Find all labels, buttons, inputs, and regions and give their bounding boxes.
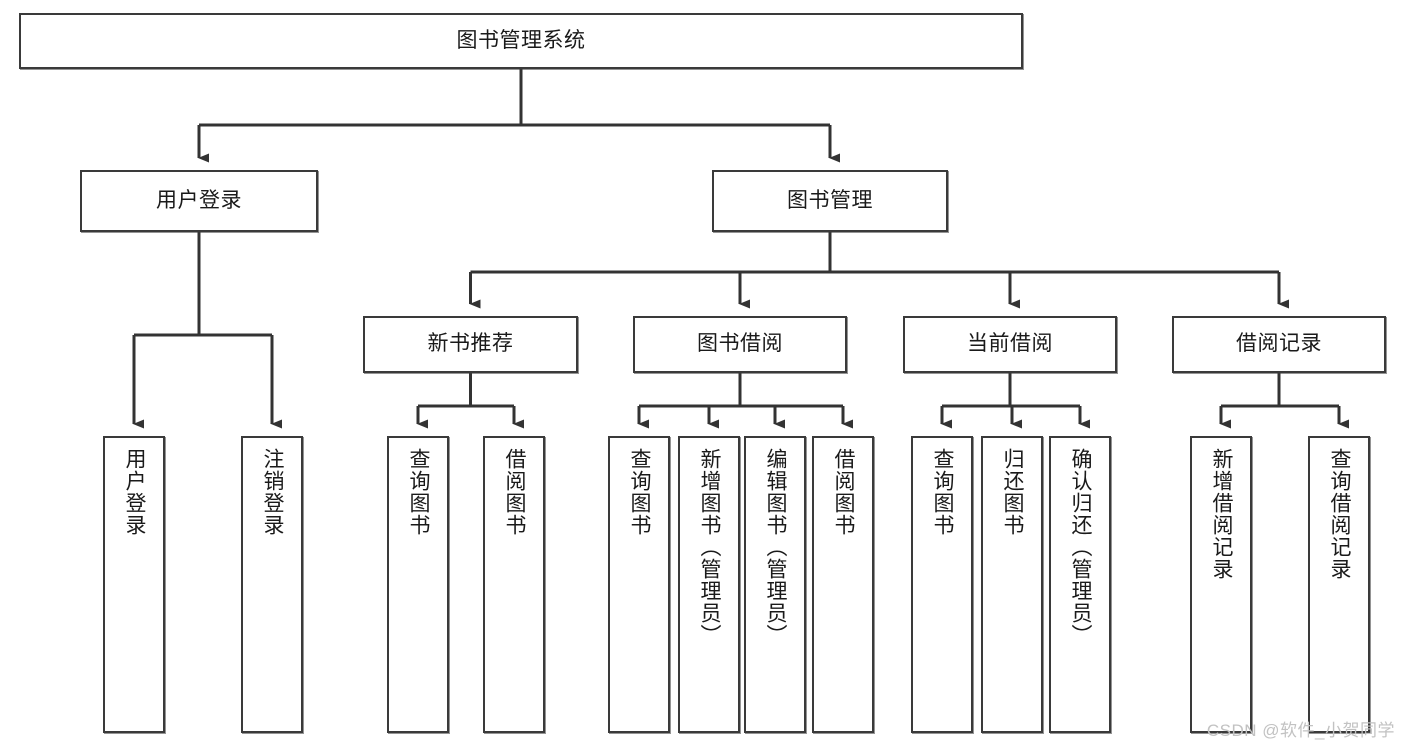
node-leaf-user-login[interactable]: 用户登录 [103, 436, 165, 733]
node-label: 借阅记录 [1236, 332, 1322, 356]
node-label: 图书借阅 [697, 332, 783, 356]
node-label: 用户登录 [123, 448, 147, 536]
node-label: 借阅图书 [503, 448, 527, 536]
node-label: 归还图书 [1001, 448, 1025, 536]
node-current-borrow[interactable]: 当前借阅 [903, 316, 1117, 373]
node-book-manage[interactable]: 图书管理 [712, 170, 948, 232]
node-label: 编辑图书（管理员） [764, 448, 788, 646]
node-label: 查询图书 [931, 448, 955, 536]
node-book-borrow[interactable]: 图书借阅 [633, 316, 847, 373]
node-label: 图书管理系统 [456, 28, 586, 52]
node-label: 查询图书 [407, 448, 431, 536]
node-root[interactable]: 图书管理系统 [19, 13, 1023, 69]
node-leaf-borrow-book-b[interactable]: 借阅图书 [812, 436, 874, 733]
node-label: 新增图书（管理员） [698, 448, 722, 646]
node-leaf-query-book-c[interactable]: 查询图书 [911, 436, 973, 733]
node-leaf-query-book-b[interactable]: 查询图书 [608, 436, 670, 733]
node-label: 确认归还（管理员） [1069, 448, 1093, 646]
node-leaf-query-book-rec[interactable]: 查询图书 [387, 436, 449, 733]
node-label: 当前借阅 [967, 332, 1053, 356]
node-leaf-edit-book[interactable]: 编辑图书（管理员） [744, 436, 806, 733]
node-leaf-add-book[interactable]: 新增图书（管理员） [678, 436, 740, 733]
node-leaf-query-record[interactable]: 查询借阅记录 [1308, 436, 1370, 733]
node-user-login[interactable]: 用户登录 [80, 170, 318, 232]
node-leaf-add-record[interactable]: 新增借阅记录 [1190, 436, 1252, 733]
node-label: 用户登录 [156, 188, 242, 212]
node-leaf-user-logout[interactable]: 注销登录 [241, 436, 303, 733]
node-label: 新增借阅记录 [1210, 448, 1234, 580]
csdn-watermark: CSDN @软件_小贺同学 [1206, 721, 1395, 740]
node-label: 查询借阅记录 [1328, 448, 1352, 580]
node-label: 注销登录 [261, 448, 285, 536]
node-new-book-rec[interactable]: 新书推荐 [363, 316, 578, 373]
node-borrow-record[interactable]: 借阅记录 [1172, 316, 1386, 373]
node-label: 新书推荐 [427, 332, 514, 356]
node-leaf-borrow-book-rec[interactable]: 借阅图书 [483, 436, 545, 733]
node-leaf-confirm-return[interactable]: 确认归还（管理员） [1049, 436, 1111, 733]
node-label: 查询图书 [628, 448, 652, 536]
node-label: 图书管理 [787, 188, 873, 212]
node-label: 借阅图书 [832, 448, 856, 536]
node-leaf-return-book[interactable]: 归还图书 [981, 436, 1043, 733]
